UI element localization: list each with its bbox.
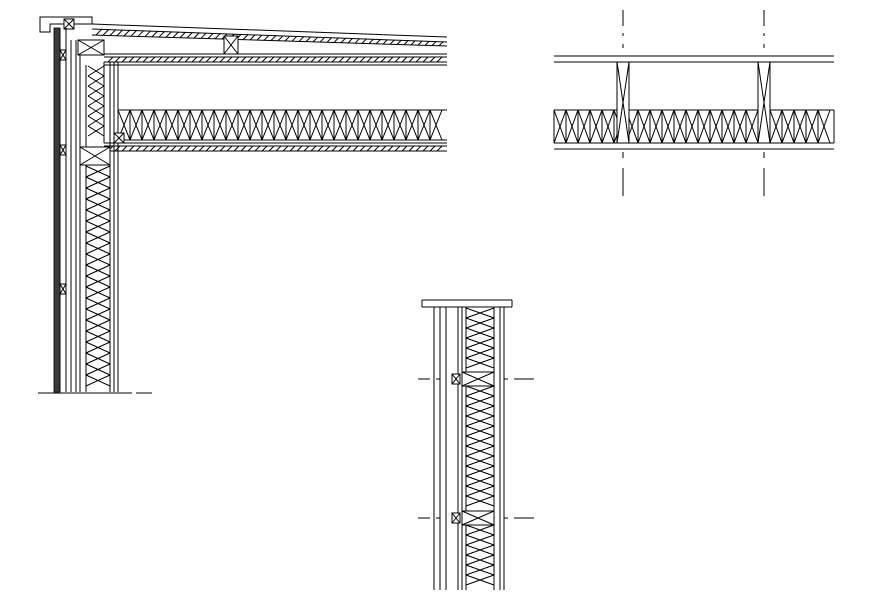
ceiling-lining (104, 142, 447, 152)
roof-joist-layer (78, 53, 447, 66)
cladding-battens (59, 49, 67, 295)
sloped-roof-deck (91, 23, 448, 47)
roof-wall-corner-section (38, 16, 448, 394)
fascia-cap (39, 16, 93, 33)
ceiling-insulation (117, 109, 447, 141)
lower-wall-insulation (85, 165, 111, 387)
floor-joist-section (553, 10, 835, 196)
upper-wall-insulation (87, 65, 105, 137)
exterior-cladding (53, 27, 61, 393)
wall-stud-section (418, 299, 534, 590)
